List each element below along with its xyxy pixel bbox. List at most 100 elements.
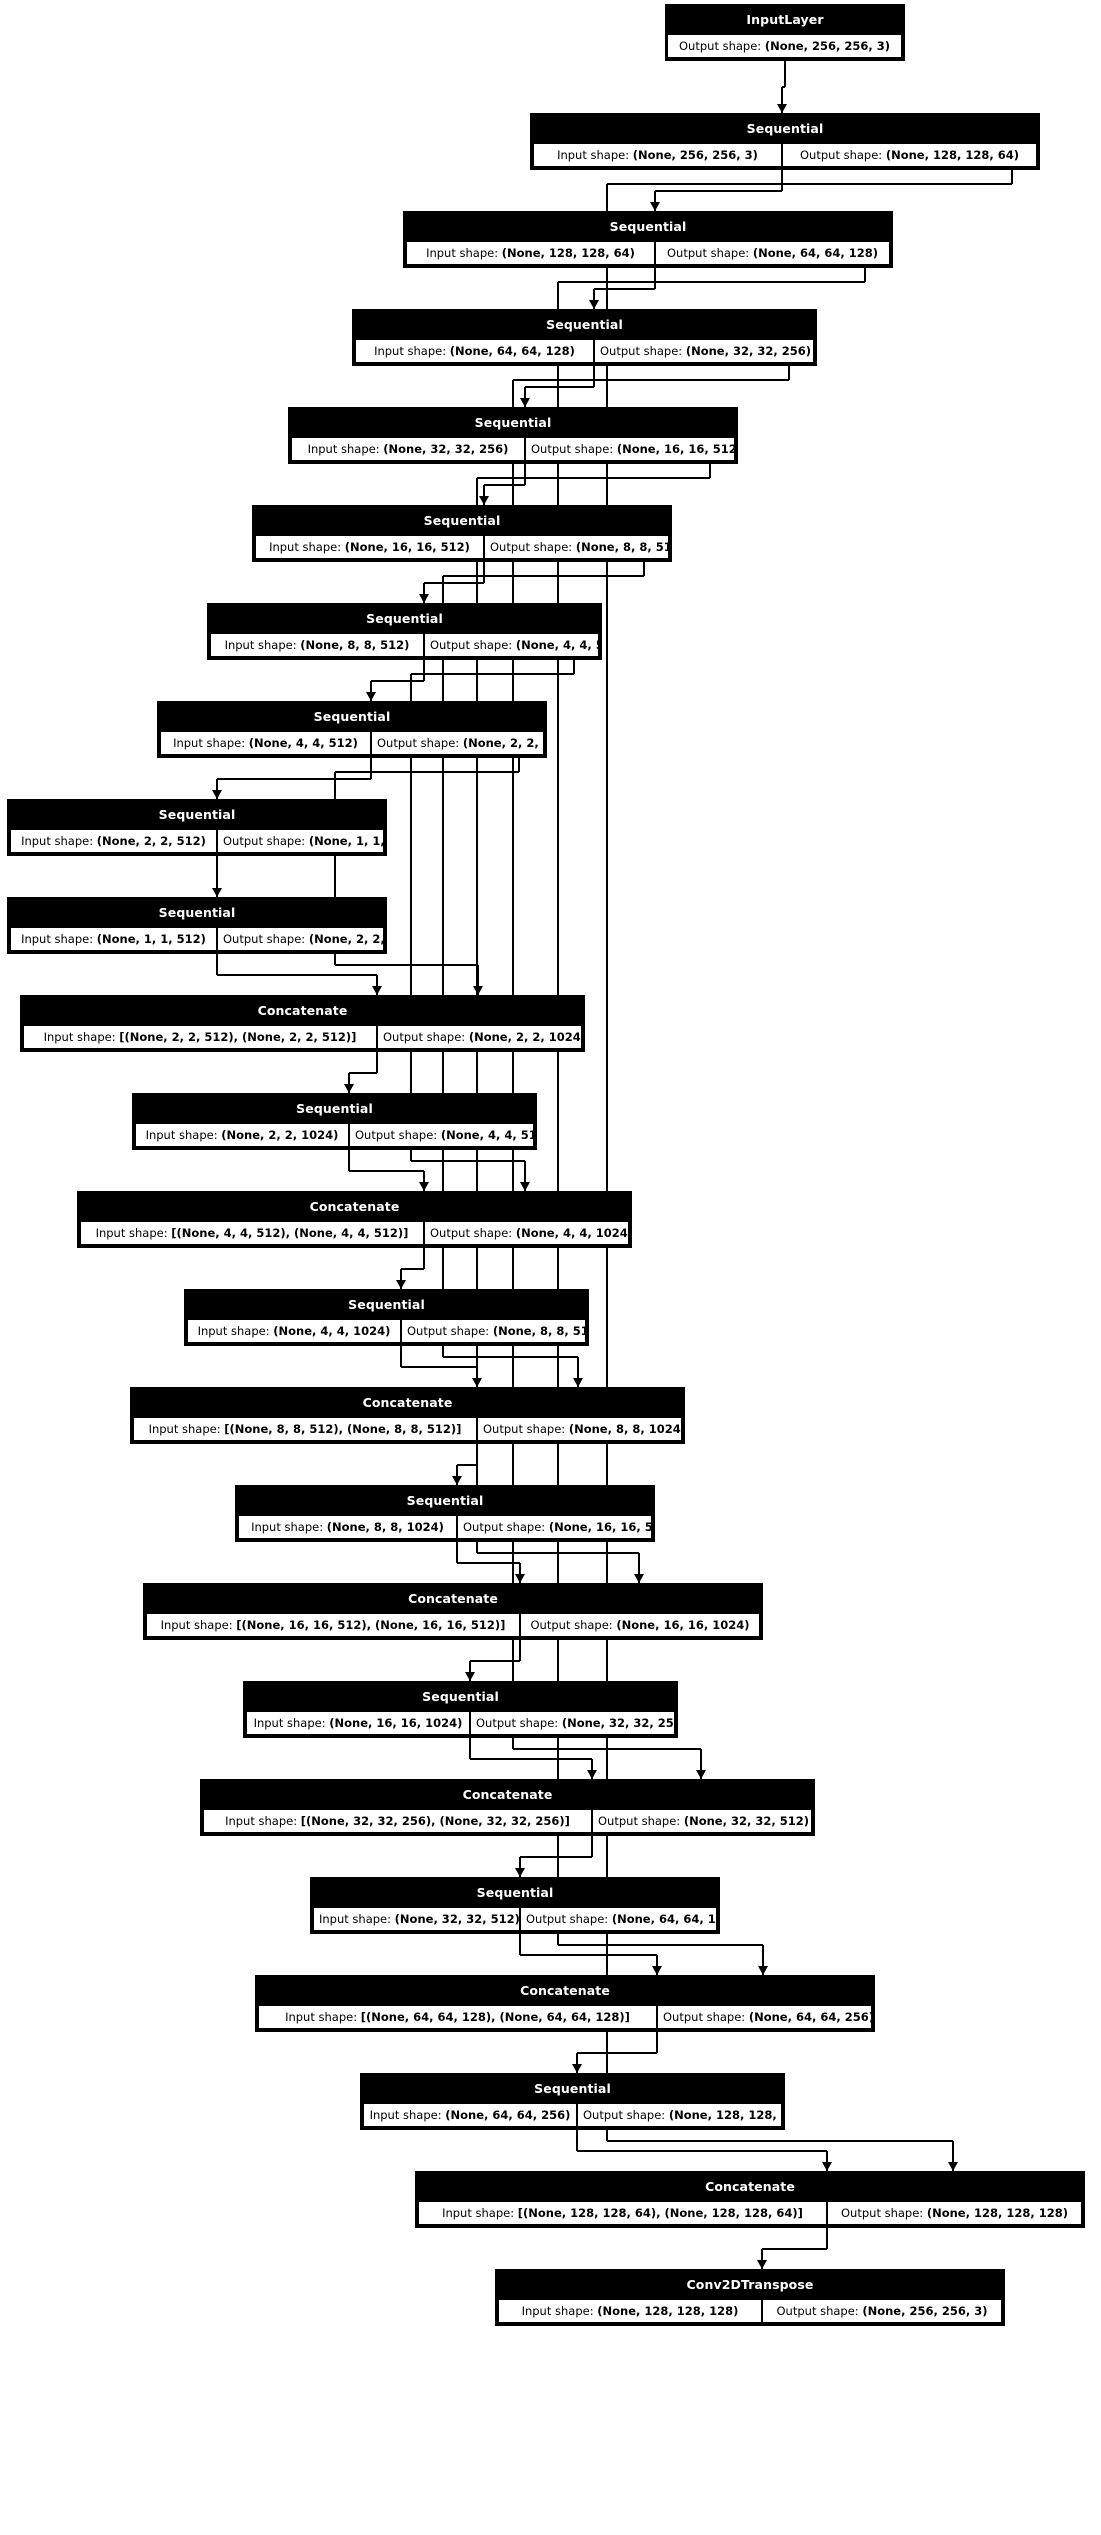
node-shapes-row: Input shape: [(None, 64, 64, 128), (None… [257, 2004, 873, 2030]
node-shapes-row: Input shape: [(None, 16, 16, 512), (None… [145, 1612, 761, 1638]
input-shape-cell: Input shape: (None, 8, 8, 1024) [237, 1514, 457, 1540]
edge-segment [483, 485, 485, 505]
output-shape-cell: Output shape: (None, 2, 2, 512) [217, 926, 385, 952]
edge-segment [781, 170, 783, 191]
node-shapes-row: Input shape: (None, 64, 64, 256)Output s… [362, 2102, 783, 2128]
node-shapes-row: Input shape: [(None, 32, 32, 256), (None… [202, 1808, 813, 1834]
node-title: Concatenate [202, 1781, 813, 1808]
edge-arrowhead [515, 1574, 525, 1583]
input-shape-cell: Input shape: (None, 16, 16, 1024) [245, 1710, 470, 1736]
edge-segment [524, 387, 526, 407]
output-shape-cell: Output shape: (None, 8, 8, 1024) [477, 1416, 683, 1442]
edge-arrowhead [473, 986, 483, 995]
edge-segment [470, 1660, 520, 1662]
edge-segment [606, 184, 608, 2141]
node-shapes-row: Input shape: (None, 2, 2, 1024)Output sh… [134, 1122, 535, 1148]
node-shapes-row: Input shape: (None, 4, 4, 1024)Output sh… [186, 1318, 587, 1344]
edge-segment [348, 1150, 350, 1171]
node-shapes-row: Input shape: [(None, 2, 2, 512), (None, … [22, 1024, 583, 1050]
node-title: Sequential [9, 801, 385, 828]
edge-segment [638, 1553, 640, 1583]
edge-segment [525, 386, 594, 388]
output-shape-cell: Output shape: (None, 2, 2, 512) [371, 730, 545, 756]
edge-segment [655, 190, 782, 192]
node-shapes-row: Input shape: (None, 64, 64, 128)Output s… [354, 338, 815, 364]
edge-segment [654, 191, 656, 211]
edge-segment [607, 2140, 953, 2142]
edge-segment [411, 1160, 525, 1162]
output-shape-cell: Output shape: (None, 4, 4, 512) [349, 1122, 535, 1148]
edge-arrowhead [212, 888, 222, 897]
edge-segment [762, 1945, 764, 1975]
edge-segment [217, 778, 371, 780]
edge-segment [401, 1268, 424, 1270]
edge-segment [400, 1346, 402, 1367]
edge-arrowhead [396, 1280, 406, 1289]
node-title: Sequential [159, 703, 545, 730]
node-title: Sequential [290, 409, 736, 436]
node-shapes-row: Input shape: (None, 32, 32, 256)Output s… [290, 436, 736, 462]
output-shape-cell: Output shape: (None, 16, 16, 512) [457, 1514, 653, 1540]
edge-arrowhead [696, 1770, 706, 1779]
input-shape-cell: Input shape: [(None, 16, 16, 512), (None… [145, 1612, 520, 1638]
output-shape-cell: Output shape: (None, 4, 4, 1024) [424, 1220, 630, 1246]
edge-arrowhead [372, 986, 382, 995]
input-shape-cell: Input shape: (None, 256, 256, 3) [532, 142, 782, 168]
node-shapes-row: Input shape: (None, 4, 4, 512)Output sha… [159, 730, 545, 756]
edge-segment [371, 680, 424, 682]
edge-segment [519, 1640, 521, 1661]
node-title: Concatenate [257, 1977, 873, 2004]
node-shapes-row: Input shape: (None, 1, 1, 512)Output sha… [9, 926, 385, 952]
input-shape-cell: Input shape: (None, 32, 32, 256) [290, 436, 525, 462]
edge-segment [1011, 170, 1013, 184]
edge-segment [784, 61, 786, 87]
edge-segment [423, 1171, 425, 1191]
edge-segment [477, 477, 710, 479]
node-title: Sequential [312, 1879, 718, 1906]
edge-arrowhead [587, 1770, 597, 1779]
edge-arrowhead [948, 2162, 958, 2171]
node-title: Sequential [254, 507, 670, 534]
node-shapes-row: Input shape: [(None, 8, 8, 512), (None, … [132, 1416, 683, 1442]
edge-segment [410, 674, 412, 1161]
edge-segment [576, 2130, 578, 2151]
node-title: Sequential [354, 311, 815, 338]
input-shape-cell: Input shape: (None, 2, 2, 1024) [134, 1122, 349, 1148]
node-shapes-row: Input shape: (None, 128, 128, 128)Output… [497, 2298, 1003, 2324]
edge-arrowhead [520, 398, 530, 407]
edge-segment [782, 86, 785, 88]
edge-segment [376, 975, 378, 995]
edge-segment [513, 379, 789, 381]
edge-segment [518, 758, 520, 772]
edge-segment [376, 1052, 378, 1073]
output-shape-cell: Output shape: (None, 256, 256, 3) [667, 33, 903, 59]
edge-segment [557, 282, 559, 1945]
edge-segment [400, 1269, 402, 1289]
edge-segment [781, 87, 783, 113]
edge-segment [423, 583, 425, 603]
node-shapes-row: Input shape: (None, 16, 16, 512)Output s… [254, 534, 670, 560]
edge-segment [470, 1758, 592, 1760]
node-shapes-row: Input shape: [(None, 128, 128, 64), (Non… [417, 2200, 1083, 2226]
edge-segment [519, 1563, 521, 1583]
edge-segment [519, 1857, 521, 1877]
edge-segment [477, 965, 479, 995]
output-shape-cell: Output shape: (None, 32, 32, 512) [592, 1808, 813, 1834]
edge-segment [826, 2151, 828, 2171]
edge-segment [370, 758, 372, 779]
edge-segment [591, 1836, 593, 1857]
edge-segment [216, 779, 218, 799]
